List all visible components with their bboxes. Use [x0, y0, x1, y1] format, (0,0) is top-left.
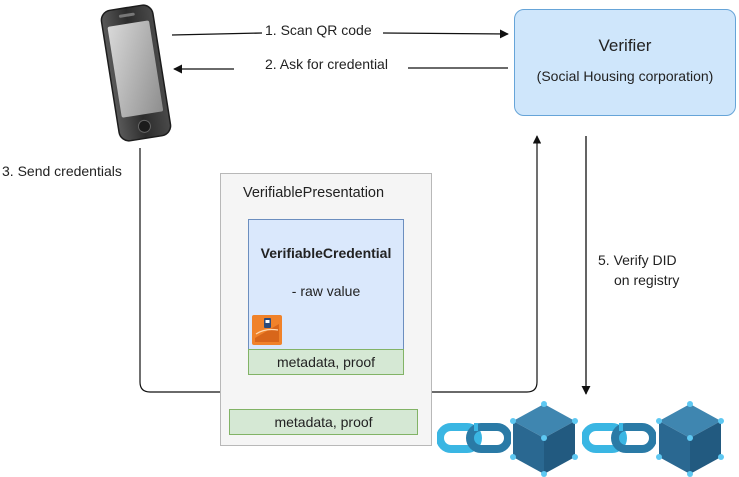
- verifier-title: Verifier: [598, 36, 652, 55]
- verifiable-credential-title: VerifiableCredential: [260, 245, 392, 261]
- smartphone-icon: [100, 4, 172, 142]
- verifiable-presentation-title: VerifiablePresentation: [243, 185, 385, 201]
- step-verify-label-2: on registry: [614, 272, 680, 288]
- verifier-subtitle: (Social Housing corporation): [536, 68, 714, 84]
- step-scan-label: 1. Scan QR code: [265, 22, 372, 38]
- step-verify-label-1: 5. Verify DID: [598, 252, 677, 268]
- chain-link-icon: [437, 423, 511, 453]
- verifier-box: Verifier (Social Housing corporation): [514, 9, 736, 116]
- send-path: [139, 148, 220, 393]
- blockchain-cube-icon: [510, 401, 578, 477]
- credential-raw-value: - raw value: [291, 283, 361, 299]
- blockchain-cube-icon: [656, 401, 724, 477]
- ask-arrow: [174, 68, 508, 69]
- presentation-metadata-proof: metadata, proof: [229, 409, 418, 435]
- credential-metadata-proof: metadata, proof: [248, 349, 404, 375]
- step-ask-label: 2. Ask for credential: [265, 56, 388, 72]
- step-send-label: 3. Send credentials: [2, 163, 122, 179]
- chain-link-icon: [582, 423, 656, 453]
- send-arrow: [432, 135, 542, 393]
- wallet-icon: [252, 315, 282, 345]
- scan-arrow: [171, 33, 508, 35]
